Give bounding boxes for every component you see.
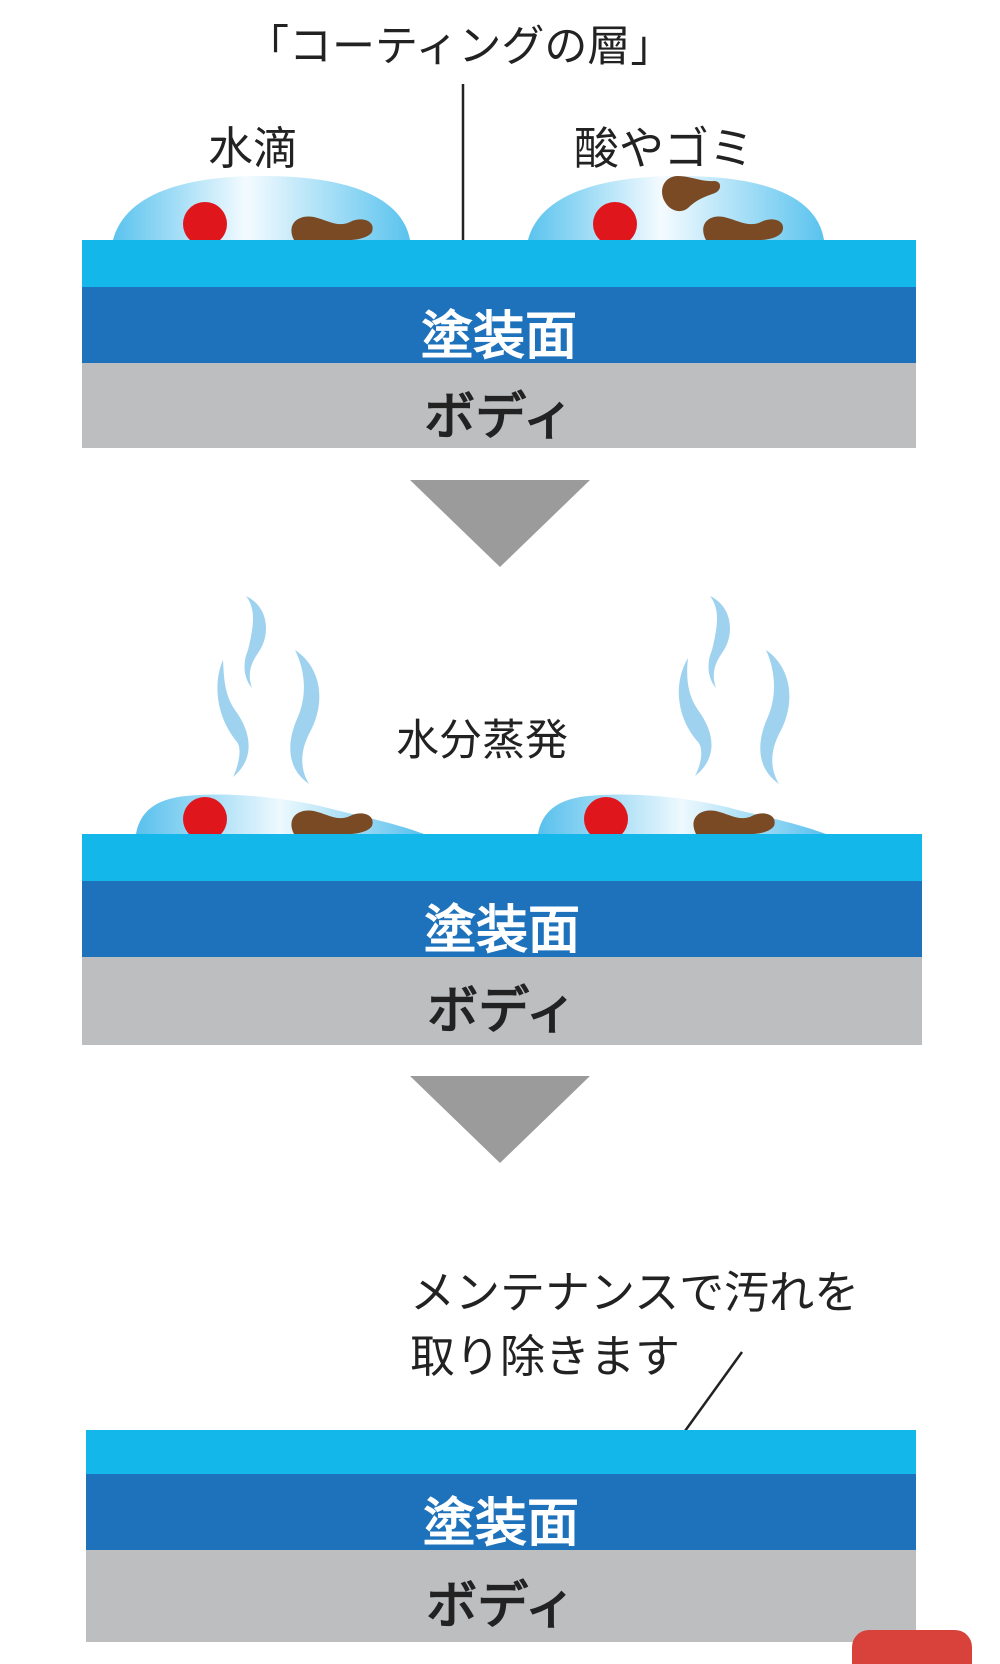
vapor-left	[217, 596, 320, 784]
contaminant-brown-stage2-left	[291, 810, 373, 835]
stage-3-paint-label-wrap: 塗装面	[86, 1474, 916, 1554]
stage-2-body-label-wrap: ボディ	[82, 957, 922, 1045]
water-drop-label: 水滴	[208, 122, 299, 175]
arrow-down-1	[410, 480, 590, 567]
vapor-right	[678, 596, 790, 784]
stage-3-body-label-wrap: ボディ	[86, 1550, 916, 1642]
contaminant-brown-stage2-right	[693, 810, 775, 835]
coating-layer-band	[82, 240, 916, 287]
contaminant-brown-left	[291, 216, 373, 241]
paint-layer-band	[82, 287, 916, 363]
body-layer-label: ボディ	[424, 388, 574, 447]
acid-dust-label: 酸やゴミ	[574, 122, 755, 175]
stage-1	[82, 84, 916, 567]
evaporating-droplet-left	[136, 794, 424, 834]
contaminant-brown-top	[662, 176, 721, 212]
paint-layer-label-stage2: 塗装面	[423, 901, 580, 961]
paint-layer-band-stage2	[82, 881, 922, 957]
stage-1-paint-label-wrap: 塗装面	[82, 287, 916, 367]
stage-3	[86, 1351, 916, 1642]
maintenance-label-line1: メンテナンスで汚れを	[410, 1266, 860, 1319]
coating-layer-band-stage3	[86, 1430, 916, 1474]
stage-2-paint-label-wrap: 塗装面	[82, 881, 922, 961]
contaminant-red-stage2-left	[183, 797, 227, 841]
body-layer-band-stage2	[82, 957, 922, 1045]
maintenance-pointer-line	[683, 1351, 744, 1432]
coating-layer-label: 「コーティングの層」	[246, 22, 674, 72]
contaminant-red-stage2-right	[584, 797, 628, 841]
maintenance-label-line2: 取り除きます	[410, 1330, 681, 1383]
body-layer-band	[82, 363, 916, 448]
paint-layer-label: 塗装面	[420, 307, 577, 367]
arrow-down-2	[410, 1076, 590, 1163]
contaminant-brown-bottom	[703, 216, 784, 241]
paint-layer-label-stage3: 塗装面	[422, 1494, 579, 1554]
stage-1-body-label-wrap: ボディ	[82, 363, 916, 448]
stage-2	[82, 596, 922, 1163]
coating-layer-band-stage2	[82, 834, 922, 881]
contaminant-red-left	[183, 202, 227, 246]
body-layer-band-stage3	[86, 1550, 916, 1642]
contaminant-red-right	[593, 202, 637, 246]
corner-badge[interactable]	[852, 1630, 972, 1664]
body-layer-label-stage3: ボディ	[426, 1577, 576, 1636]
evaporating-droplet-right	[538, 794, 826, 834]
body-layer-label-stage2: ボディ	[427, 982, 577, 1041]
evaporation-label: 水分蒸発	[396, 716, 568, 766]
paint-layer-band-stage3	[86, 1474, 916, 1550]
